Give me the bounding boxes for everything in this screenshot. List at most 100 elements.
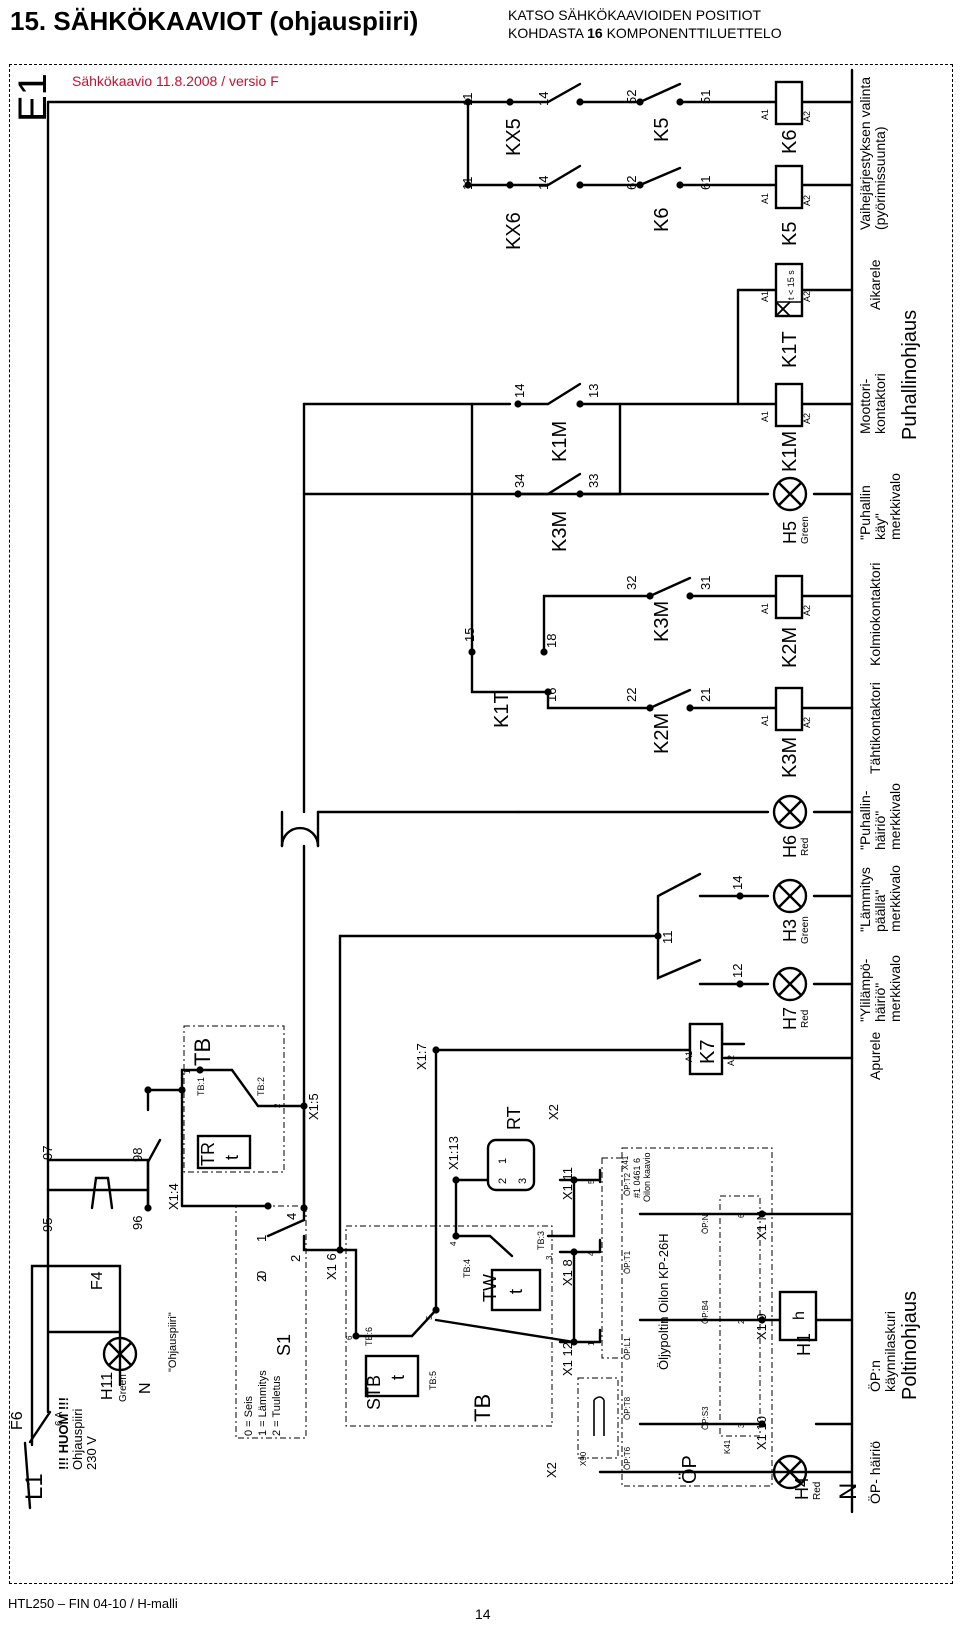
contactor-k2m-label: K2M <box>779 627 801 668</box>
caption-op-kaynti-2: käynnilaskuri <box>882 1311 898 1392</box>
coil-k1m <box>774 382 804 428</box>
caption-puhallin-hairio-3: merkkivalo <box>887 783 903 850</box>
coil-k5 <box>774 164 804 210</box>
tr-thermostat <box>196 1134 252 1170</box>
diagram-labels: E1 Sähkökaavio 11.8.2008 / versio F L1 N… <box>9 73 921 1504</box>
contactor-k1t-label: K1T <box>779 331 801 368</box>
rt-label: RT <box>504 1106 524 1130</box>
s1-mode-2: 2 = Tuuletus <box>271 1375 283 1436</box>
sheet-id: E1 <box>11 73 55 122</box>
terminal-x2: X2 <box>546 1104 561 1120</box>
burner-pin-t1: ÖP:T1 <box>623 1250 632 1274</box>
terminal-x113: X1:13 <box>446 1136 461 1170</box>
stb-thermostat <box>364 1354 420 1398</box>
terminal-4: 4 <box>284 1213 299 1220</box>
k6-62: 62 <box>624 176 639 190</box>
terminal-x2-bottom: X2 <box>544 1462 559 1478</box>
terminal-x111: X1 11 <box>560 1167 575 1200</box>
tr-t: t <box>222 1155 242 1160</box>
burner-label: Öljypoltin Oilon KP-26H <box>656 1233 671 1370</box>
caption-puhallin-hairio-2: häiriö" <box>872 811 888 850</box>
contact-k1m-label: K1M <box>549 421 571 462</box>
contactor-k5-label: K5 <box>779 222 801 246</box>
k2m-a1: A1 <box>760 603 770 614</box>
caption-vaihe: Vaihejärjestyksen valinta (pyörimissuunt… <box>857 77 888 230</box>
tb-pin-2: 2 <box>273 1103 282 1108</box>
warning-text: !!! HUOM !!! Ohjauspiiri 230 V <box>56 1397 99 1470</box>
contact-kx6-label: KX6 <box>503 212 525 250</box>
footer-document-id: HTL250 – FIN 04-10 / H-malli <box>8 1596 178 1611</box>
k1t-a1: A1 <box>760 291 770 302</box>
burner-x41: X41 <box>621 1155 630 1170</box>
f4-98: 98 <box>130 1148 145 1162</box>
coil-symbols <box>196 80 818 1398</box>
kx6-11: 11 <box>460 177 475 191</box>
caption-op-kaynti: ÖP:n käynnilaskuri <box>866 1311 898 1392</box>
burner-num-3: 3 <box>737 1423 746 1428</box>
tb-box <box>183 1025 285 1173</box>
lamp-h7-symbol <box>772 966 808 1002</box>
lamp-h4-symbol <box>772 1454 808 1490</box>
caption-ylilampo: "Ylilämpö- häiriö" merkkivalo <box>857 955 903 1022</box>
x90-box <box>577 1377 619 1459</box>
k6-a1: A1 <box>760 109 770 120</box>
burner-num-2: 2 <box>737 1319 746 1324</box>
coil-k7 <box>688 1022 724 1076</box>
caption-lammitys-3: merkkivalo <box>887 865 903 932</box>
caption-puhallin-hairio-1: "Puhallin- <box>857 790 873 850</box>
s1-box <box>235 1205 307 1439</box>
k3m-a2: A2 <box>802 717 812 728</box>
k1t-a2: A2 <box>802 291 812 302</box>
coil-k6 <box>774 80 804 126</box>
burner-pin-n: ÖP:N <box>701 1214 710 1234</box>
dashed-groups <box>183 1025 773 1487</box>
k7-a1: A1 <box>684 1051 694 1062</box>
burner-pin-t8: ÖP:T8 <box>623 1396 632 1420</box>
k7-14: 14 <box>730 876 745 890</box>
caption-vaihe-2: (pyörimissuunta) <box>872 127 888 230</box>
contact-k3m-label: K3M <box>651 601 673 642</box>
tb5-label: TB:5 <box>428 1371 438 1390</box>
terminal-x112: X1 12 <box>560 1342 575 1376</box>
burner-right-pins-box <box>719 1195 761 1437</box>
caption-op-hairio: ÖP- häiriö <box>866 1441 883 1504</box>
tb1-label: TB:1 <box>196 1077 206 1096</box>
s1-pos-0: 0 <box>254 1271 269 1278</box>
k1m-14: 14 <box>512 384 527 398</box>
tw-label: TW <box>480 1274 500 1302</box>
k1t-18: 18 <box>544 634 559 648</box>
s1-mode-0: 0 = Seis <box>243 1395 255 1436</box>
terminal-x15: X1:5 <box>306 1093 321 1120</box>
k5-a2: A2 <box>802 195 812 206</box>
burner-oilon-ref: Oilon kaavio <box>642 1152 652 1202</box>
s1-modes: 0 = Seis 1 = Lämmitys 2 = Tuuletus <box>243 1370 283 1436</box>
kx5-11: 11 <box>460 93 475 107</box>
rt-pin-2: 2 <box>497 1178 509 1184</box>
terminal-x1n: X1 N <box>754 1211 769 1240</box>
contactor-k1t-note: t < 15 s <box>786 270 796 300</box>
stb-pin-6: 6 <box>345 1335 354 1340</box>
reference-section-number: 16 <box>587 25 603 41</box>
lamp-h3-color: Green <box>800 916 811 944</box>
burner-num-1: 1 <box>587 1341 596 1346</box>
coil-decorations <box>593 301 802 1436</box>
caption-puhallin-kay-3: merkkivalo <box>887 473 903 540</box>
stb-label: STB <box>364 1375 384 1410</box>
warning-line-3: 230 V <box>84 1436 99 1470</box>
k3m-34: 34 <box>512 474 527 488</box>
contact-k2m-label: K2M <box>651 713 673 754</box>
reference-line-1: KATSO SÄHKÖKAAVIOIDEN POSITIOT <box>508 7 762 23</box>
kx5-14: 14 <box>536 92 551 106</box>
caption-puhallinohjaus: Puhallinohjaus <box>899 310 921 440</box>
caption-tahti: Tähtikontaktori <box>867 682 883 774</box>
f4-96: 96 <box>130 1216 145 1230</box>
lamp-symbols <box>102 476 808 1490</box>
stb-pin-4: 4 <box>449 1241 458 1246</box>
lamp-h6-symbol <box>772 794 808 830</box>
tb-pin-1: 1 <box>183 1069 192 1074</box>
contactor-k1m-label: K1M <box>779 431 801 472</box>
warning-line-2: Ohjauspiiri <box>70 1408 85 1470</box>
k7-a2: A2 <box>726 1055 736 1066</box>
burner-pin-t2: ÖP:T2 <box>623 1172 632 1196</box>
terminal-x17: X1:7 <box>414 1043 429 1070</box>
